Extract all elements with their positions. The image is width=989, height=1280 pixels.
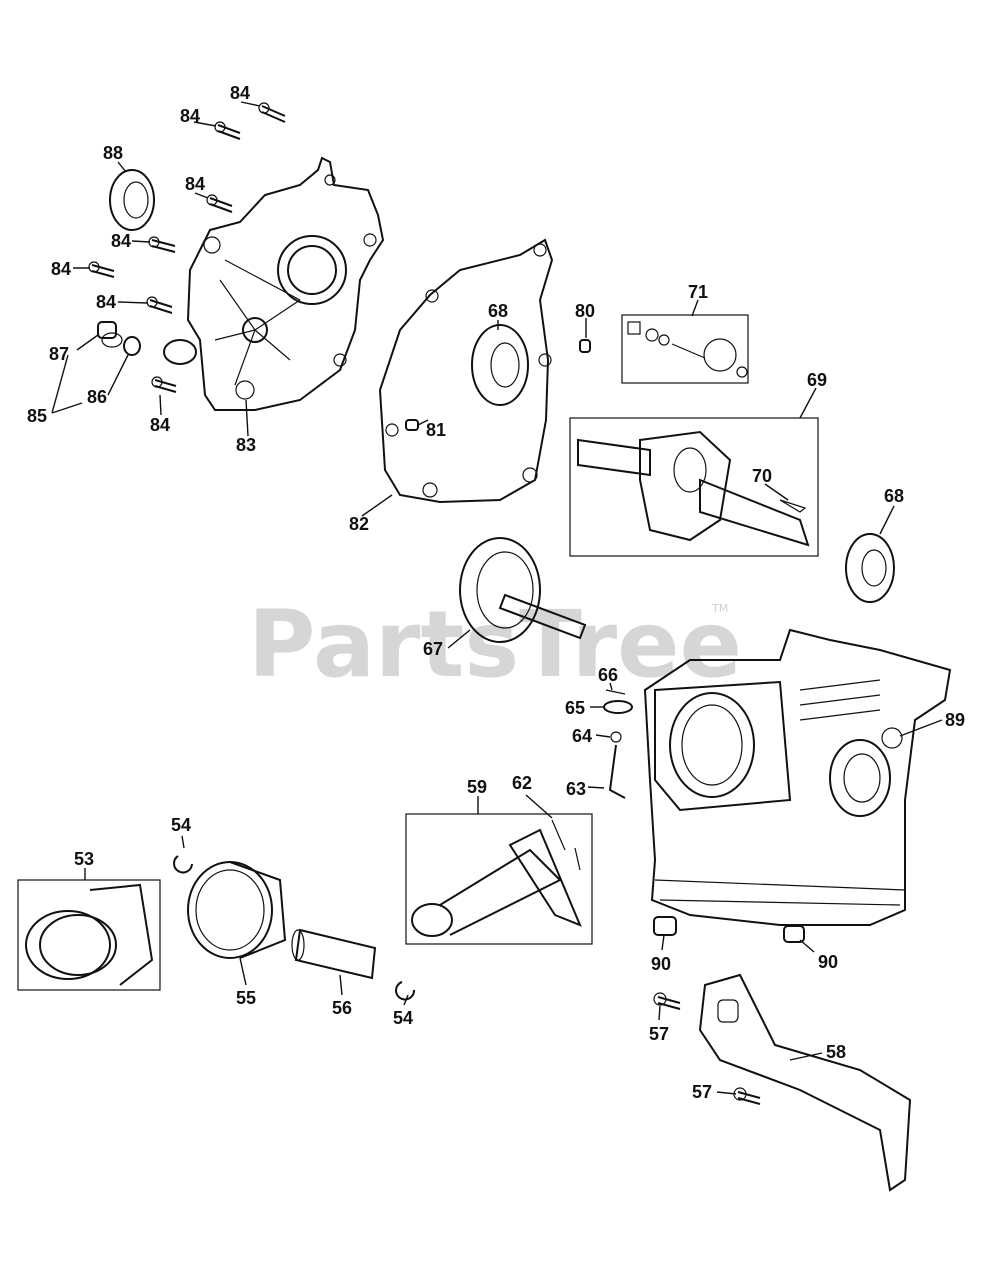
callout-89: 89: [945, 710, 965, 730]
callout-53: 53: [74, 849, 94, 869]
drain-plug-left-part: [653, 916, 677, 936]
dowel-pin-80-part: [579, 339, 591, 353]
callout-57a: 57: [649, 1024, 669, 1044]
callout-82: 82: [349, 514, 369, 534]
callout-66: 66: [598, 665, 618, 685]
dipstick-part: [97, 321, 197, 365]
callout-84f: 84: [96, 292, 116, 312]
callout-84a: 84: [230, 83, 250, 103]
watermark-brand: PartsTree: [248, 591, 742, 698]
leader-lines: [51, 101, 943, 1095]
callout-68a: 68: [488, 301, 508, 321]
wrist-pin-part: [291, 928, 377, 980]
callout-54b: 54: [393, 1008, 413, 1028]
callout-84d: 84: [111, 231, 131, 251]
callout-90b: 90: [818, 952, 838, 972]
bearing-right-part: [845, 533, 895, 603]
clip-right-part: [395, 981, 416, 1001]
callout-81: 81: [426, 420, 446, 440]
callout-84g: 84: [150, 415, 170, 435]
engine-block-part: [643, 628, 952, 926]
gasket-part: [378, 238, 554, 504]
callout-83: 83: [236, 435, 256, 455]
callout-84e: 84: [51, 259, 71, 279]
callout-70: 70: [752, 466, 772, 486]
piston-part: [187, 861, 287, 959]
clip-left-part: [173, 855, 193, 874]
crankcase-cover-part: [186, 156, 385, 411]
callout-56: 56: [332, 998, 352, 1018]
governor-kit-part: [621, 314, 749, 384]
callout-63: 63: [566, 779, 586, 799]
connecting-rod-part: [405, 813, 593, 945]
callout-88: 88: [103, 143, 123, 163]
callout-64: 64: [572, 726, 592, 746]
callout-69: 69: [807, 370, 827, 390]
callout-55: 55: [236, 988, 256, 1008]
callout-87: 87: [49, 344, 69, 364]
callout-67: 67: [423, 639, 443, 659]
callout-90a: 90: [651, 954, 671, 974]
bearing-top-part: [471, 324, 529, 406]
callout-71: 71: [688, 282, 708, 302]
callout-labels: 84 84 88 84 84 84 84 87 86 85 84 83 68 8…: [27, 83, 965, 1102]
oil-seal-part: [109, 169, 155, 231]
callout-59: 59: [467, 777, 487, 797]
oil-sensor-parts: [603, 689, 633, 799]
callout-54a: 54: [171, 815, 191, 835]
callout-85: 85: [27, 406, 47, 426]
watermark-trademark: TM: [711, 602, 728, 615]
crankshaft-part: [569, 417, 819, 557]
bracket-part: [698, 973, 912, 1192]
callout-84c: 84: [185, 174, 205, 194]
callout-86: 86: [87, 387, 107, 407]
callout-80: 80: [575, 301, 595, 321]
piston-rings-part: [17, 879, 161, 991]
callout-84b: 84: [180, 106, 200, 126]
callout-57b: 57: [692, 1082, 712, 1102]
drain-plug-right-part: [783, 925, 805, 943]
callout-58: 58: [826, 1042, 846, 1062]
camshaft-part: [459, 537, 587, 643]
callout-62: 62: [512, 773, 532, 793]
callout-68b: 68: [884, 486, 904, 506]
dowel-pin-81-part: [405, 419, 419, 431]
bolt-parts: [88, 102, 286, 393]
callout-65: 65: [565, 698, 585, 718]
